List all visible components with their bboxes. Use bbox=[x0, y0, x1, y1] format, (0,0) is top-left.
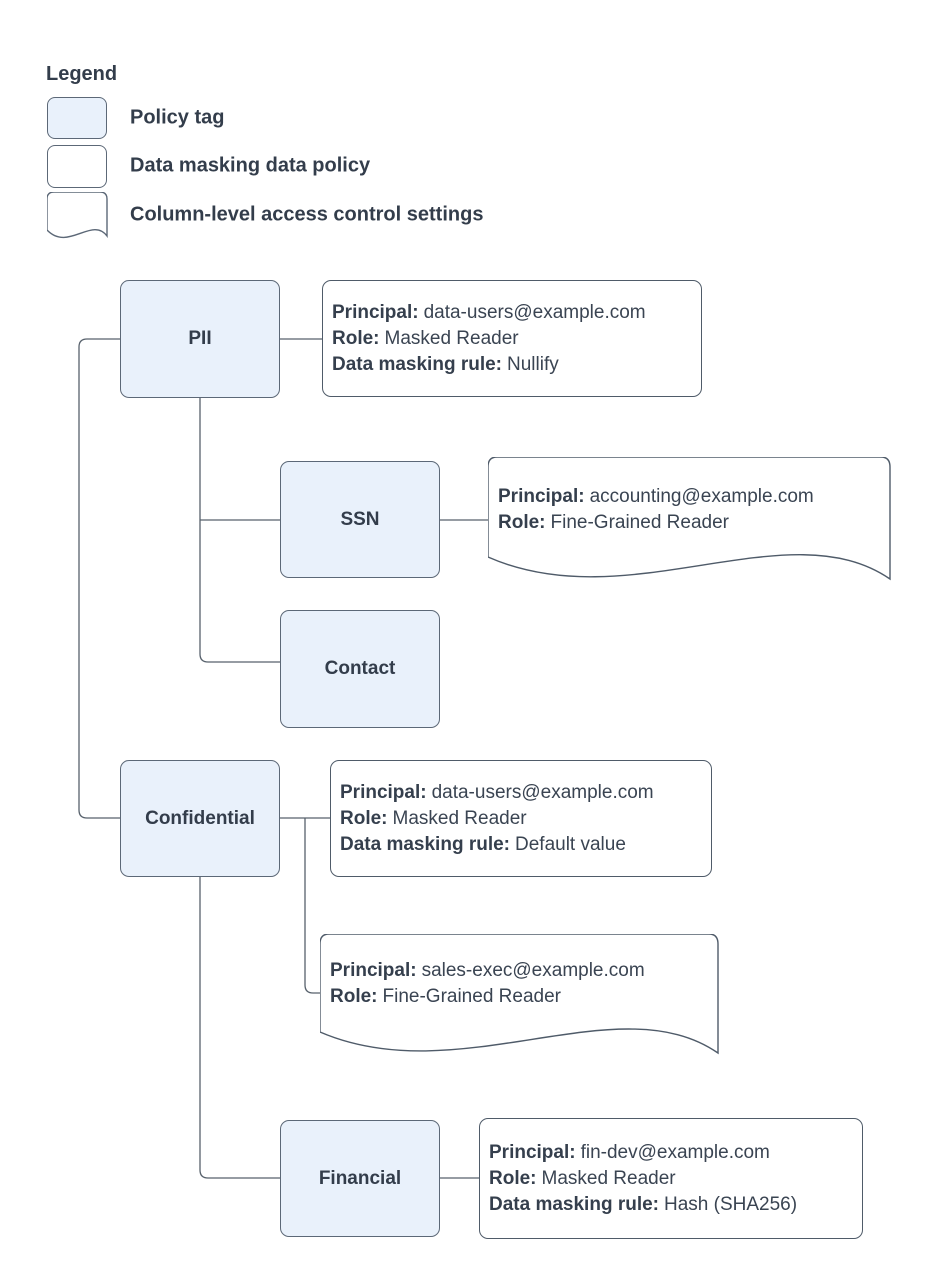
field-label-role: Role: bbox=[489, 1167, 537, 1189]
policy-line: Data masking rule:Default value bbox=[340, 832, 707, 858]
node-confidential: Confidential bbox=[120, 760, 280, 877]
node-financial-label: Financial bbox=[318, 1167, 402, 1189]
document-shape bbox=[320, 934, 719, 1055]
node-ssn: SSN bbox=[280, 461, 440, 578]
field-value-principal: accounting@example.com bbox=[589, 486, 814, 507]
policy-line: Role:Fine-Grained Reader bbox=[498, 510, 814, 536]
node-confidential-label: Confidential bbox=[145, 807, 255, 829]
policy-line: Principal:data-users@example.com bbox=[332, 300, 697, 326]
document-shape-icon bbox=[47, 192, 108, 239]
field-label-rule: Data masking rule: bbox=[332, 353, 502, 375]
policy-line: Data masking rule:Nullify bbox=[332, 352, 697, 378]
node-financial: Financial bbox=[280, 1120, 440, 1237]
field-label-rule: Data masking rule: bbox=[489, 1193, 659, 1215]
document-shape bbox=[488, 457, 891, 581]
node-ssn-label: SSN bbox=[340, 508, 380, 530]
doc-ssn-access: Principal:accounting@example.com Role:Fi… bbox=[488, 457, 891, 583]
field-label-role: Role: bbox=[332, 327, 380, 349]
field-value-role: Fine-Grained Reader bbox=[382, 986, 561, 1007]
node-pii: PII bbox=[120, 280, 280, 398]
policy-line: Principal:sales-exec@example.com bbox=[330, 958, 645, 984]
field-value-rule: Default value bbox=[515, 833, 626, 855]
field-value-rule: Nullify bbox=[507, 353, 559, 375]
legend-document-swatch bbox=[47, 192, 108, 242]
doc-confidential-access: Principal:sales-exec@example.com Role:Fi… bbox=[320, 934, 719, 1057]
field-value-principal: sales-exec@example.com bbox=[421, 960, 645, 981]
field-label-role: Role: bbox=[498, 512, 546, 533]
policy-box-financial-masking: Principal:fin-dev@example.com Role:Maske… bbox=[479, 1118, 863, 1239]
policy-line: Role:Masked Reader bbox=[489, 1166, 858, 1192]
field-value-role: Masked Reader bbox=[392, 807, 527, 829]
field-label-role: Role: bbox=[340, 807, 388, 829]
field-value-principal: fin-dev@example.com bbox=[580, 1141, 770, 1163]
policy-box-pii-masking: Principal:data-users@example.com Role:Ma… bbox=[322, 280, 702, 397]
field-value-principal: data-users@example.com bbox=[423, 301, 646, 323]
field-value-rule: Hash (SHA256) bbox=[664, 1193, 798, 1215]
policy-line: Role:Fine-Grained Reader bbox=[330, 984, 645, 1010]
policy-line: Principal:accounting@example.com bbox=[498, 484, 814, 510]
policy-line: Role:Masked Reader bbox=[332, 326, 697, 352]
field-label-principal: Principal: bbox=[340, 781, 427, 803]
policy-box-confidential-masking: Principal:data-users@example.com Role:Ma… bbox=[330, 760, 712, 877]
field-value-principal: data-users@example.com bbox=[431, 781, 654, 803]
field-label-rule: Data masking rule: bbox=[340, 833, 510, 855]
node-contact: Contact bbox=[280, 610, 440, 728]
policy-line: Principal:data-users@example.com bbox=[340, 780, 707, 806]
policy-line: Principal:fin-dev@example.com bbox=[489, 1140, 858, 1166]
legend-item-data-policy: Data masking data policy bbox=[130, 154, 371, 177]
field-value-role: Masked Reader bbox=[541, 1167, 676, 1189]
legend-item-access-control: Column-level access control settings bbox=[130, 203, 484, 226]
legend-item-policy-tag: Policy tag bbox=[130, 106, 225, 129]
node-pii-label: PII bbox=[188, 328, 212, 349]
field-label-principal: Principal: bbox=[332, 301, 419, 323]
legend-data-policy-swatch bbox=[47, 145, 107, 188]
field-label-principal: Principal: bbox=[330, 960, 417, 981]
policy-line: Data masking rule:Hash (SHA256) bbox=[489, 1192, 858, 1218]
legend-title: Legend bbox=[46, 63, 118, 85]
field-label-principal: Principal: bbox=[489, 1141, 576, 1163]
legend-policy-tag-swatch bbox=[47, 97, 107, 139]
field-label-role: Role: bbox=[330, 986, 378, 1007]
policy-line: Role:Masked Reader bbox=[340, 806, 707, 832]
node-contact-label: Contact bbox=[324, 658, 396, 679]
field-label-principal: Principal: bbox=[498, 486, 585, 507]
field-value-role: Masked Reader bbox=[384, 327, 519, 349]
field-value-role: Fine-Grained Reader bbox=[550, 512, 729, 533]
